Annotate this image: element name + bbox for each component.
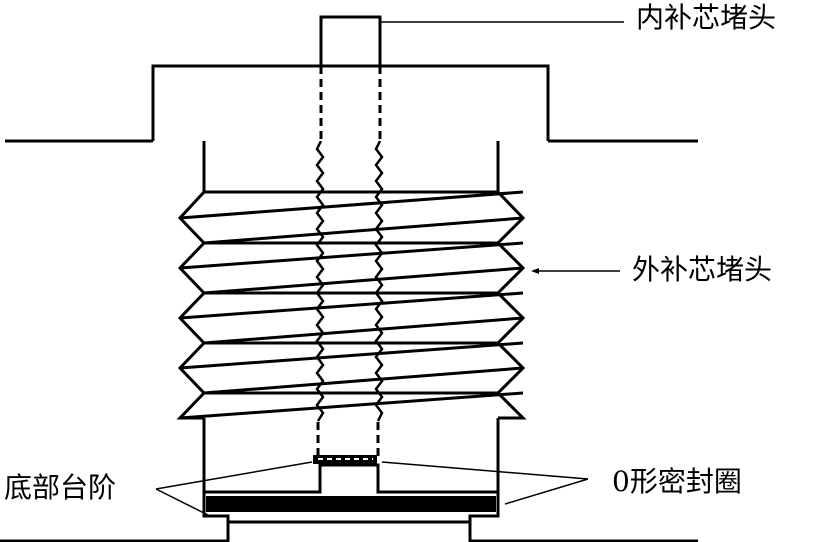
outer-plug-head xyxy=(151,64,550,141)
o-ring-groove xyxy=(204,463,498,494)
outer-plug-lower-body xyxy=(202,418,500,498)
bottom-plate xyxy=(0,520,698,542)
inner-thread-left xyxy=(315,140,325,422)
o-ring-label: 0形密封圈 xyxy=(612,465,742,498)
outer-thread-body xyxy=(176,190,527,420)
inner-bore-upper xyxy=(319,66,382,141)
bottom-step-label: 底部台阶 xyxy=(4,471,117,504)
o-ring-seal xyxy=(206,496,496,512)
bottom-step-right xyxy=(468,498,500,522)
inner-thread-right xyxy=(374,140,384,422)
outer-plug-neck xyxy=(202,141,500,192)
bottom-step-left xyxy=(202,498,230,522)
inner-plug-stem xyxy=(319,15,382,66)
outer-plug-label: 外补芯堵头 xyxy=(632,253,773,286)
outer-plug-leader-arrow xyxy=(531,268,539,274)
bottom-step-leader xyxy=(155,461,313,517)
inner-bore-lower xyxy=(316,422,380,456)
o-ring-leader xyxy=(381,461,589,505)
inner-plug-label: 内补芯堵头 xyxy=(636,1,777,34)
